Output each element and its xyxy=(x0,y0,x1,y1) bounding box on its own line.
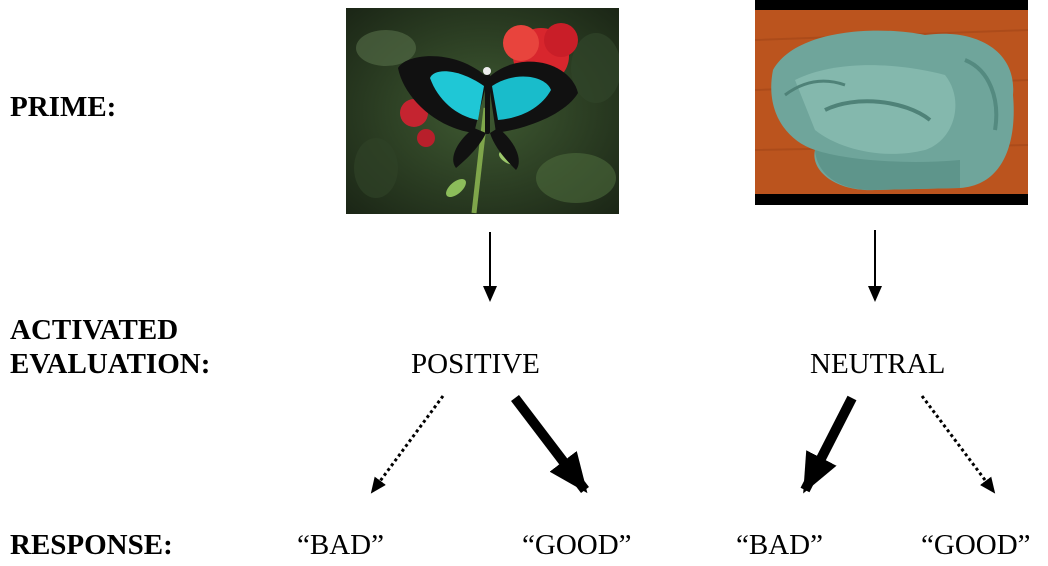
strong-arrow-positive-to-good xyxy=(515,398,585,490)
weak-arrow-positive-to-bad xyxy=(372,396,443,492)
weak-arrow-neutral-to-good xyxy=(922,396,994,492)
strong-arrow-neutral-to-bad xyxy=(805,398,852,490)
